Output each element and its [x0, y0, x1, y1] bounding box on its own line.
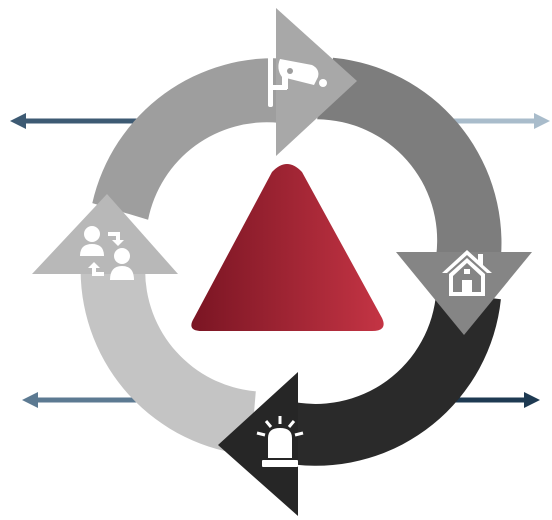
ring-segment-bottom — [286, 291, 501, 466]
arrow-head-bottom — [218, 372, 298, 516]
ring-segment-right — [317, 57, 502, 257]
ring-segment-top — [92, 58, 291, 220]
security-camera-icon — [268, 55, 327, 107]
alarm-siren-icon — [256, 416, 304, 467]
arrow-head-top — [276, 8, 357, 156]
house-icon — [442, 250, 492, 296]
ring-segment-left — [80, 268, 256, 456]
center-triangle — [191, 164, 384, 331]
arrow-head-left — [32, 194, 178, 274]
user-exchange-icon — [80, 226, 134, 280]
